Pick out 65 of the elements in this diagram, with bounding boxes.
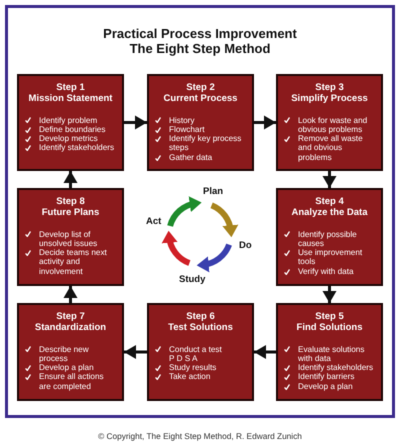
bullet-text: Develop list of unsolved issues [39, 230, 98, 248]
bullet-text: Identify possible causes [298, 230, 358, 248]
bullet-text: Identify stakeholders [298, 363, 374, 372]
step-title: Mission Statement [28, 93, 112, 104]
cycle-label: Do [239, 240, 252, 251]
bullet-text: Use improvement tools [298, 248, 364, 267]
step-number: Step 7 [56, 311, 85, 322]
diagram-title: Practical Process Improvement The Eight Step Method [102, 26, 298, 56]
step-number: Step 8 [56, 196, 85, 207]
step-box [276, 303, 383, 401]
bullet-text: Decide teams next activity and involvement [39, 248, 108, 276]
step-title: Simplify Process [291, 93, 368, 104]
step-number: Step 3 [315, 82, 344, 93]
bullet-text: Evaluate solutions with data [298, 344, 366, 364]
step-box [17, 303, 124, 401]
cycle-label: Act [146, 216, 162, 227]
step-number: Step 6 [186, 311, 215, 322]
arrow [124, 345, 147, 359]
bullet-text: Take action [169, 372, 212, 382]
step-title: Current Process [164, 93, 238, 104]
bullet-text: Identify key process steps [169, 134, 242, 153]
bullet-text: Gather data [169, 152, 214, 162]
curved-arrow [196, 243, 232, 272]
bullet-text: Develop metrics [39, 134, 99, 144]
step-title: Standardization [34, 322, 106, 333]
bullet-text: Develop a plan [298, 382, 354, 392]
arrow [254, 345, 276, 359]
bullet-text: Identify stakeholders [39, 143, 116, 153]
arrow [322, 171, 336, 188]
bullet-text: Identify problem [39, 116, 98, 125]
step-box [17, 188, 124, 286]
step-number: Step 1 [56, 82, 85, 93]
bullet-text: Identify barriers [298, 372, 356, 382]
step-box [147, 303, 254, 401]
step-number: Step 5 [315, 311, 344, 322]
step-box [147, 74, 254, 171]
bullet-text: Ensure all actions are completed [39, 372, 105, 392]
bullet-text: Conduct a test P D S A [169, 344, 223, 364]
step-box [17, 74, 124, 171]
arrow [254, 116, 276, 130]
cycle-label: Plan [203, 186, 224, 197]
step-title: Find Solutions [296, 322, 362, 333]
arrow [64, 286, 78, 303]
bullet-text: Describe new process [39, 344, 90, 364]
step-number: Step 4 [315, 196, 344, 207]
step-box [276, 74, 383, 171]
step-title: Future Plans [42, 207, 100, 218]
bullet-text: Define boundaries [39, 124, 106, 134]
bullet-text: Develop a plan [39, 363, 95, 372]
curved-arrow [162, 230, 191, 266]
bullet-text: Remove all waste and obvious problems [298, 134, 364, 162]
cycle-label: Study [179, 274, 206, 285]
step-box [276, 188, 383, 286]
bullet-text: Flowchart [169, 124, 206, 134]
arrow [64, 171, 78, 188]
arrow [124, 116, 147, 130]
bullet-text: Study results [169, 363, 218, 372]
bullet-text: History [169, 116, 194, 125]
bullet-text: Verify with data [298, 266, 355, 276]
bullet-text: Look for waste and obvious problems [298, 116, 368, 134]
step-title: Analyze the Data [291, 207, 368, 218]
step-title: Test Solutions [168, 322, 233, 333]
copyright-note: © Copyright, The Eight Step Method, R. Edward Zunich [98, 431, 302, 442]
step-number: Step 2 [186, 82, 215, 93]
arrow [322, 286, 336, 303]
